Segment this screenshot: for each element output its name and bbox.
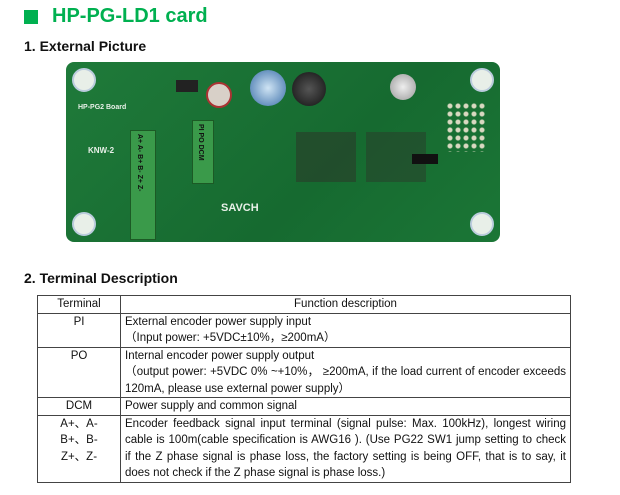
jumper-sw1 [412,154,438,164]
section-terminal-description: 2. Terminal Description [24,270,178,286]
terminal-table: Terminal Function description PI Externa… [37,295,571,483]
terminal-cell: DCM [37,397,121,416]
mount-hole [72,212,96,236]
title-text: HP-PG-LD1 card [52,5,208,27]
table-row: DCM Power supply and common signal [37,397,571,416]
section-external-picture: 1. External Picture [24,38,147,54]
terminal-cell: PI [37,312,121,348]
mount-hole [470,212,494,236]
inductor [292,72,326,106]
description-cell: Encoder feedback signal input terminal (… [120,414,571,483]
board-label-knw: KNW-2 [88,146,115,155]
potentiometer [390,74,416,100]
terminal-block-encoder [130,130,156,240]
terminal-labels: A+ A- B+ B- Z+ Z- [136,134,143,192]
description-cell: External encoder power supply input（Inpu… [120,312,571,348]
terminal-cell: A+、A-B+、B-Z+、Z- [37,414,121,483]
page-title: HP-PG-LD1 card [24,5,208,28]
terminal-cell: PO [37,346,121,398]
header-function: Function description [120,295,571,314]
capacitor [206,82,232,108]
terminal-block-power [192,120,214,184]
header-terminal: Terminal [37,295,121,314]
table-header: Terminal Function description [37,295,571,314]
pcb-photo: HP-PG2 Board KNW-2 A+ A- B+ B- Z+ Z- PI … [66,62,500,242]
jumper [176,80,198,92]
board-label: HP-PG2 Board [78,104,127,111]
table-row: A+、A-B+、B-Z+、Z- Encoder feedback signal … [37,414,571,483]
mount-hole [470,68,494,92]
terminal-labels: PI PO DCM [197,124,204,161]
description-cell: Internal encoder power supply output（out… [120,346,571,398]
table-row: PI External encoder power supply input（I… [37,312,571,348]
table-row: PO Internal encoder power supply output（… [37,346,571,398]
board-logo: SAVCH [221,202,259,214]
capacitor [250,70,286,106]
description-cell: Power supply and common signal [120,397,571,416]
pin-header [446,102,486,152]
green-square-icon [24,9,38,24]
mount-hole [72,68,96,92]
ic-area [296,132,356,182]
